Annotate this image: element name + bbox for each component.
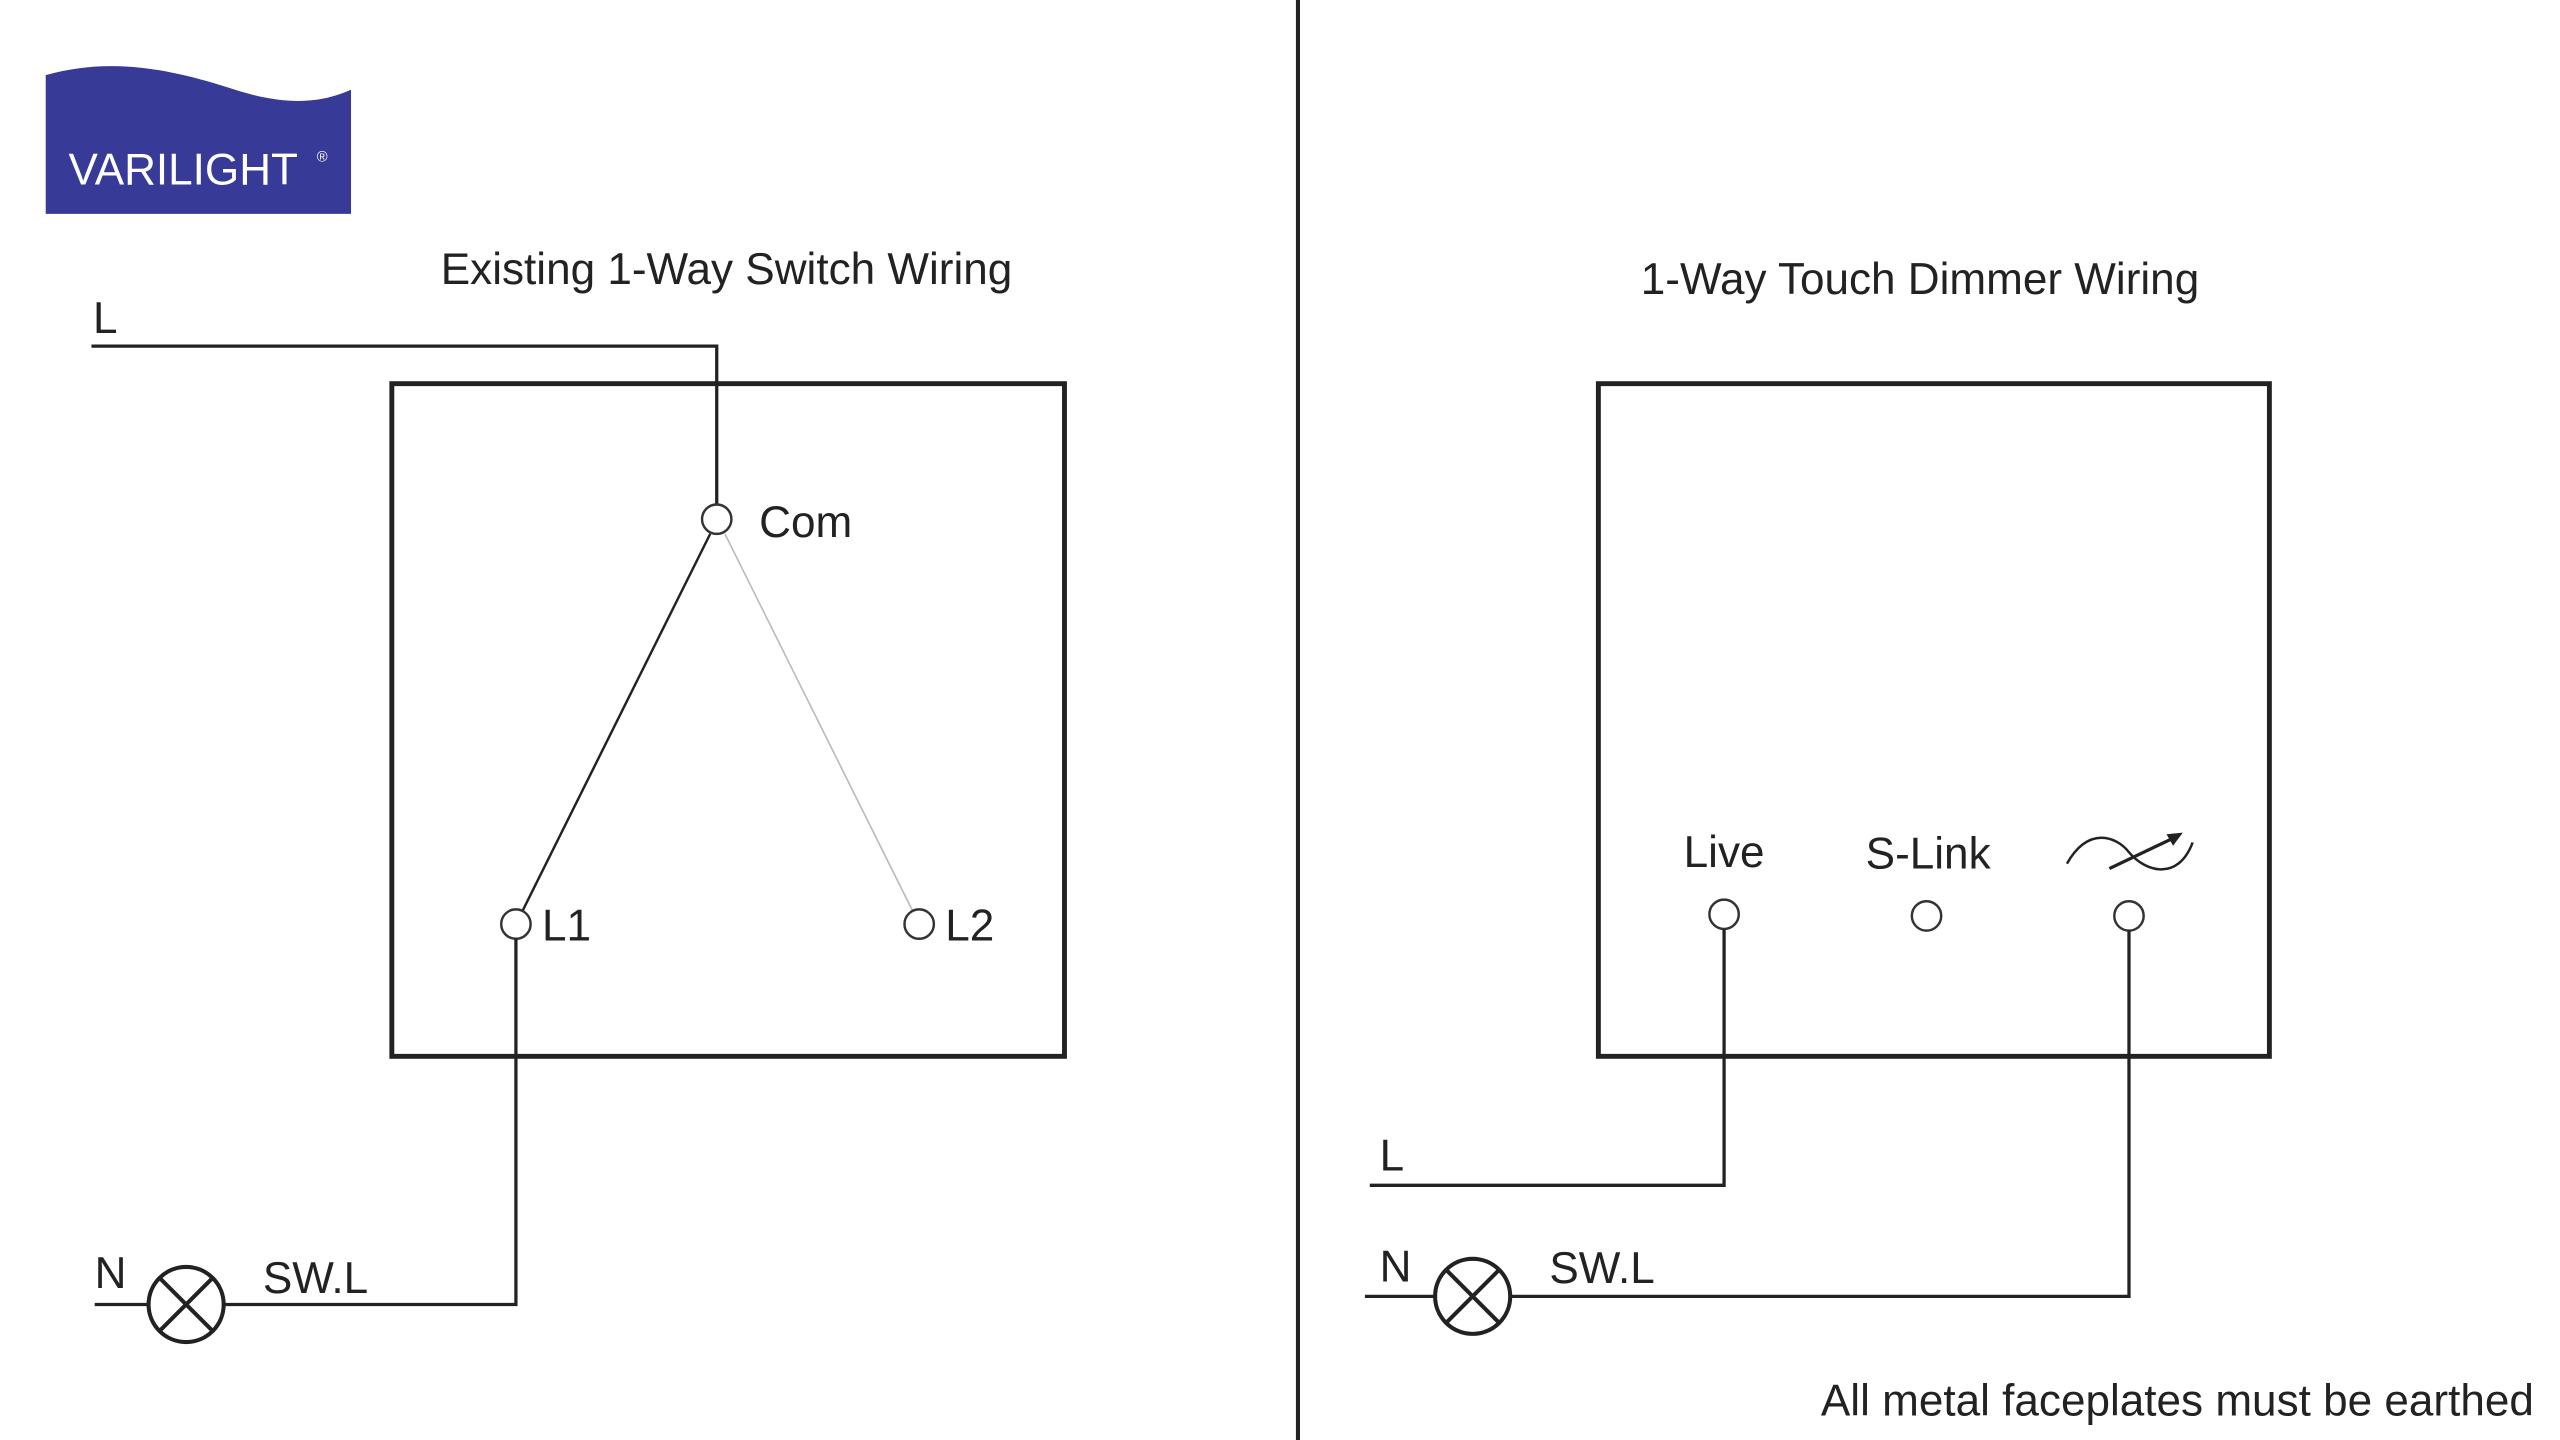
dimmer-output-icon <box>2065 832 2194 871</box>
com-terminal <box>700 503 733 536</box>
slink-terminal-label: S-Link <box>1866 830 1992 879</box>
left-swl-label: SW.L <box>263 1254 368 1303</box>
left-switched-live-wire <box>223 938 518 1307</box>
right-title: 1-Way Touch Dimmer Wiring <box>1641 255 2199 304</box>
l1-label: L1 <box>542 901 591 950</box>
l2-label: L2 <box>945 901 994 950</box>
left-neutral-label: N <box>95 1249 127 1298</box>
switch-contact-l1 <box>521 533 712 912</box>
varilight-logo: VARILIGHT ® <box>45 66 352 214</box>
left-live-label: L <box>93 294 118 343</box>
right-lamp-icon <box>1433 1256 1513 1336</box>
right-neutral-label: N <box>1380 1243 1412 1292</box>
right-live-label: L <box>1380 1132 1405 1181</box>
live-terminal-label: Live <box>1684 828 1765 877</box>
right-live-wire <box>1369 928 1726 1187</box>
svg-text:®: ® <box>317 150 328 166</box>
dimmer-box <box>1595 381 2272 1059</box>
slink-terminal <box>1910 900 1943 932</box>
live-terminal <box>1708 898 1741 931</box>
l1-terminal <box>500 908 532 940</box>
com-label: Com <box>759 498 852 547</box>
left-lamp-icon <box>146 1264 226 1345</box>
right-swl-label: SW.L <box>1549 1244 1654 1293</box>
dimmer-output-terminal <box>2113 900 2145 932</box>
left-live-wire <box>91 344 719 505</box>
switch-contact-l2 <box>724 533 914 912</box>
svg-text:VARILIGHT: VARILIGHT <box>69 145 298 194</box>
l2-terminal <box>903 908 936 940</box>
left-title: Existing 1-Way Switch Wiring <box>441 245 1013 294</box>
switch-box <box>389 381 1067 1059</box>
right-switched-live-wire <box>1510 930 2131 1298</box>
footer-note: All metal faceplates must be earthed <box>1821 1377 2534 1426</box>
